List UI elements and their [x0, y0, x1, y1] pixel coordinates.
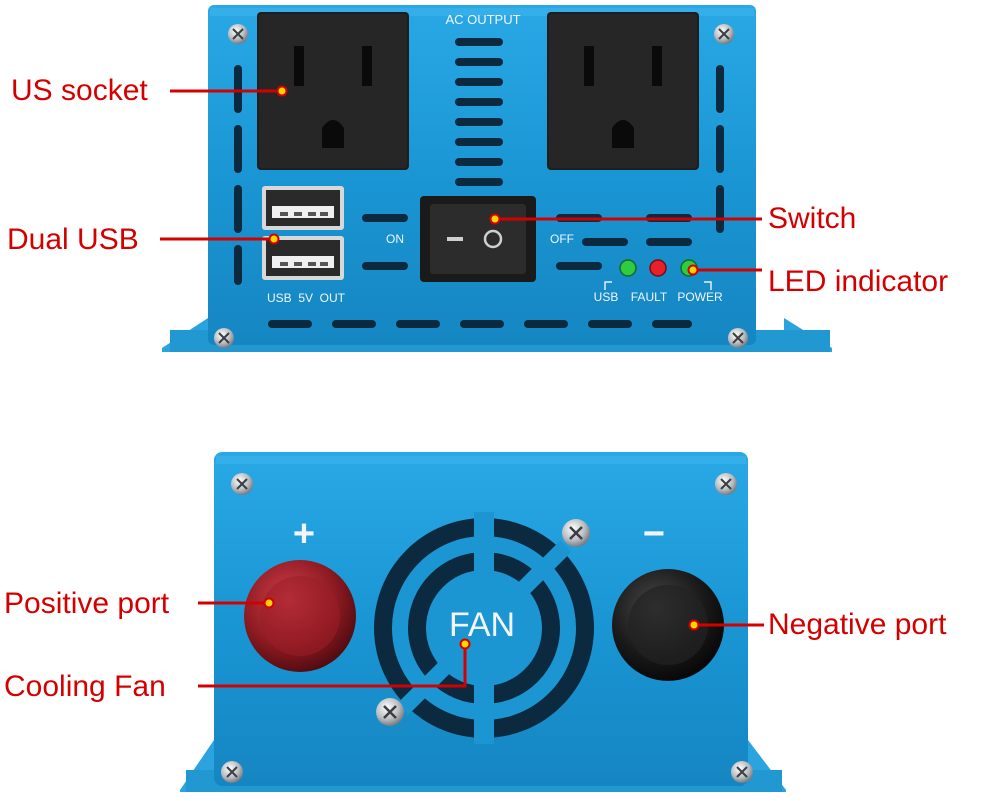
led-label-power: POWER [677, 290, 723, 304]
us-socket-right [547, 12, 699, 170]
plus-symbol: + [293, 513, 315, 555]
front-screws [214, 24, 748, 348]
cooling-fan-callout: Cooling Fan [4, 670, 166, 703]
cooling-fan-grill [374, 512, 594, 744]
led-label-fault: FAULT [631, 290, 668, 304]
front-panel: AC OUTPUT ON OFF USB 5V OUT USB FAULT PO… [162, 5, 832, 352]
led-usb [619, 259, 637, 277]
positive-port-callout: Positive port [4, 587, 170, 620]
negative-port-callout: Negative port [768, 608, 947, 641]
led-indicator-callout: LED indicator [768, 265, 949, 298]
front-vents-left [234, 65, 242, 285]
dual-usb-callout: Dual USB [7, 223, 139, 256]
switch-callout: Switch [768, 202, 857, 235]
on-label: ON [386, 232, 404, 246]
power-switch [420, 196, 536, 282]
usb-port-bottom [262, 236, 344, 280]
rear-panel: + − FAN [180, 452, 786, 792]
fan-label: FAN [449, 606, 515, 644]
cooling-fan-leader [198, 644, 467, 688]
positive-terminal [244, 560, 356, 672]
callout-lines [160, 89, 764, 688]
front-vents-bottom [268, 320, 692, 328]
led-fault [649, 259, 667, 277]
negative-terminal [612, 569, 724, 681]
off-label: OFF [550, 232, 574, 246]
callout-dots [263, 85, 700, 650]
minus-symbol: − [643, 513, 665, 555]
rear-screws [221, 473, 753, 783]
usb-port-top [262, 186, 344, 230]
led-indicators [604, 259, 712, 290]
front-vents-right [716, 65, 724, 233]
ac-output-label: AC OUTPUT [445, 12, 520, 27]
led-label-usb: USB [594, 290, 619, 304]
usb-label: USB 5V OUT [267, 291, 346, 305]
us-socket-callout: US socket [11, 74, 148, 107]
us-socket-left [257, 12, 409, 170]
